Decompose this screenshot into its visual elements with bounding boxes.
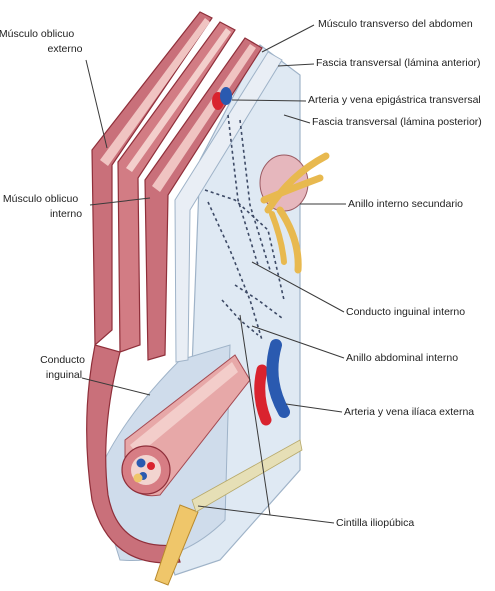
label-fascia-anterior: Fascia transversal (lámina anterior) xyxy=(316,57,481,69)
label-conducto-inguinal: Conducto inguinal xyxy=(40,354,88,381)
label-fascia-posterior: Fascia transversal (lámina posterior) xyxy=(312,116,482,128)
label-transverso: Músculo transverso del abdomen xyxy=(318,18,473,30)
label-arteria-epigastrica: Arteria y vena epigástrica transversal xyxy=(308,94,481,106)
leader-transverso xyxy=(262,25,314,52)
label-anillo-abdominal-interno: Anillo abdominal interno xyxy=(346,352,458,364)
label-anillo-interno-secundario: Anillo interno secundario xyxy=(348,198,463,210)
label-oblicuo-externo: Músculo oblicuo externo xyxy=(0,28,83,55)
label-arteria-iliaca: Arteria y vena ilíaca externa xyxy=(344,406,474,418)
leader-oblicuo-externo xyxy=(86,60,107,148)
label-cintilla-iliopubica: Cintilla iliopúbica xyxy=(336,517,414,529)
label-conducto-inguinal-interno: Conducto inguinal interno xyxy=(346,306,465,318)
cord-cross-section xyxy=(122,446,170,494)
label-oblicuo-interno: Músculo oblicuo interno xyxy=(3,193,82,220)
illustration xyxy=(87,12,326,585)
